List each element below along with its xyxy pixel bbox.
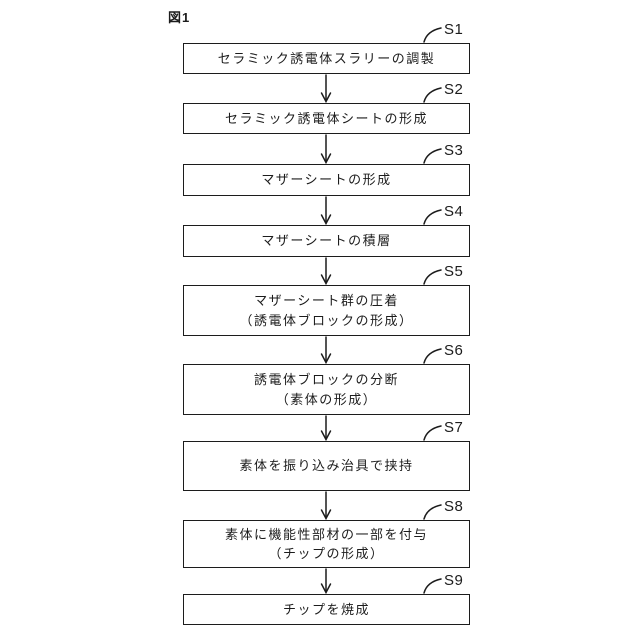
leader-line bbox=[423, 87, 442, 103]
down-arrow-icon bbox=[320, 491, 332, 521]
down-arrow-icon bbox=[320, 74, 332, 104]
down-arrow-icon bbox=[320, 415, 332, 442]
flow-box-text: （素体の形成） bbox=[275, 391, 378, 407]
leader-line bbox=[423, 209, 442, 225]
flow-box-text: チップを焼成 bbox=[282, 601, 370, 617]
flow-box-s4: マザーシートの積層 bbox=[183, 225, 470, 257]
flow-box-text: セラミック誘電体スラリーの調製 bbox=[217, 50, 436, 66]
leader-line bbox=[423, 425, 442, 441]
step-label-s7: S7 bbox=[444, 419, 464, 436]
flow-box-s8: 素体に機能性部材の一部を付与 （チップの形成） bbox=[183, 520, 470, 568]
step-label-s4: S4 bbox=[444, 203, 464, 220]
flow-box-s5: マザーシート群の圧着 （誘電体ブロックの形成） bbox=[183, 285, 470, 336]
flow-box-text: （チップの形成） bbox=[268, 546, 385, 561]
flow-box-text: 素体を振り込み治具で挟持 bbox=[239, 458, 414, 474]
step-label-s8: S8 bbox=[444, 498, 464, 515]
flow-box-s1: セラミック誘電体スラリーの調製 bbox=[183, 43, 470, 74]
down-arrow-icon bbox=[320, 134, 332, 165]
leader-line bbox=[423, 504, 442, 520]
step-label-s6: S6 bbox=[444, 342, 464, 359]
leader-line bbox=[423, 348, 442, 364]
step-label-s2: S2 bbox=[444, 81, 464, 98]
down-arrow-icon bbox=[320, 568, 332, 595]
leader-line bbox=[423, 148, 442, 164]
down-arrow-icon bbox=[320, 336, 332, 365]
leader-line bbox=[423, 269, 442, 285]
flow-box-s3: マザーシートの形成 bbox=[183, 164, 470, 196]
flow-box-text: マザーシートの積層 bbox=[261, 233, 392, 249]
flow-box-s9: チップを焼成 bbox=[183, 594, 470, 625]
flow-box-text: マザーシートの形成 bbox=[261, 172, 392, 188]
leader-line bbox=[423, 578, 442, 594]
down-arrow-icon bbox=[320, 257, 332, 286]
flow-box-s2: セラミック誘電体シートの形成 bbox=[183, 103, 470, 134]
step-label-s3: S3 bbox=[444, 142, 464, 159]
step-label-s1: S1 bbox=[444, 21, 464, 38]
step-label-s9: S9 bbox=[444, 572, 464, 589]
flow-box-text: セラミック誘電体シートの形成 bbox=[224, 110, 428, 126]
flow-box-s7: 素体を振り込み治具で挟持 bbox=[183, 441, 470, 491]
step-label-s5: S5 bbox=[444, 263, 464, 280]
flow-box-text: 素体に機能性部材の一部を付与 bbox=[224, 526, 428, 542]
down-arrow-icon bbox=[320, 196, 332, 226]
flow-box-text: 誘電体ブロックの分断 bbox=[253, 372, 399, 387]
flow-box-text: （誘電体ブロックの形成） bbox=[239, 312, 414, 328]
figure-label: 図1 bbox=[168, 10, 191, 25]
flow-box-text: マザーシート群の圧着 bbox=[254, 293, 399, 308]
flow-box-s6: 誘電体ブロックの分断 （素体の形成） bbox=[183, 364, 470, 415]
leader-line bbox=[423, 27, 442, 43]
